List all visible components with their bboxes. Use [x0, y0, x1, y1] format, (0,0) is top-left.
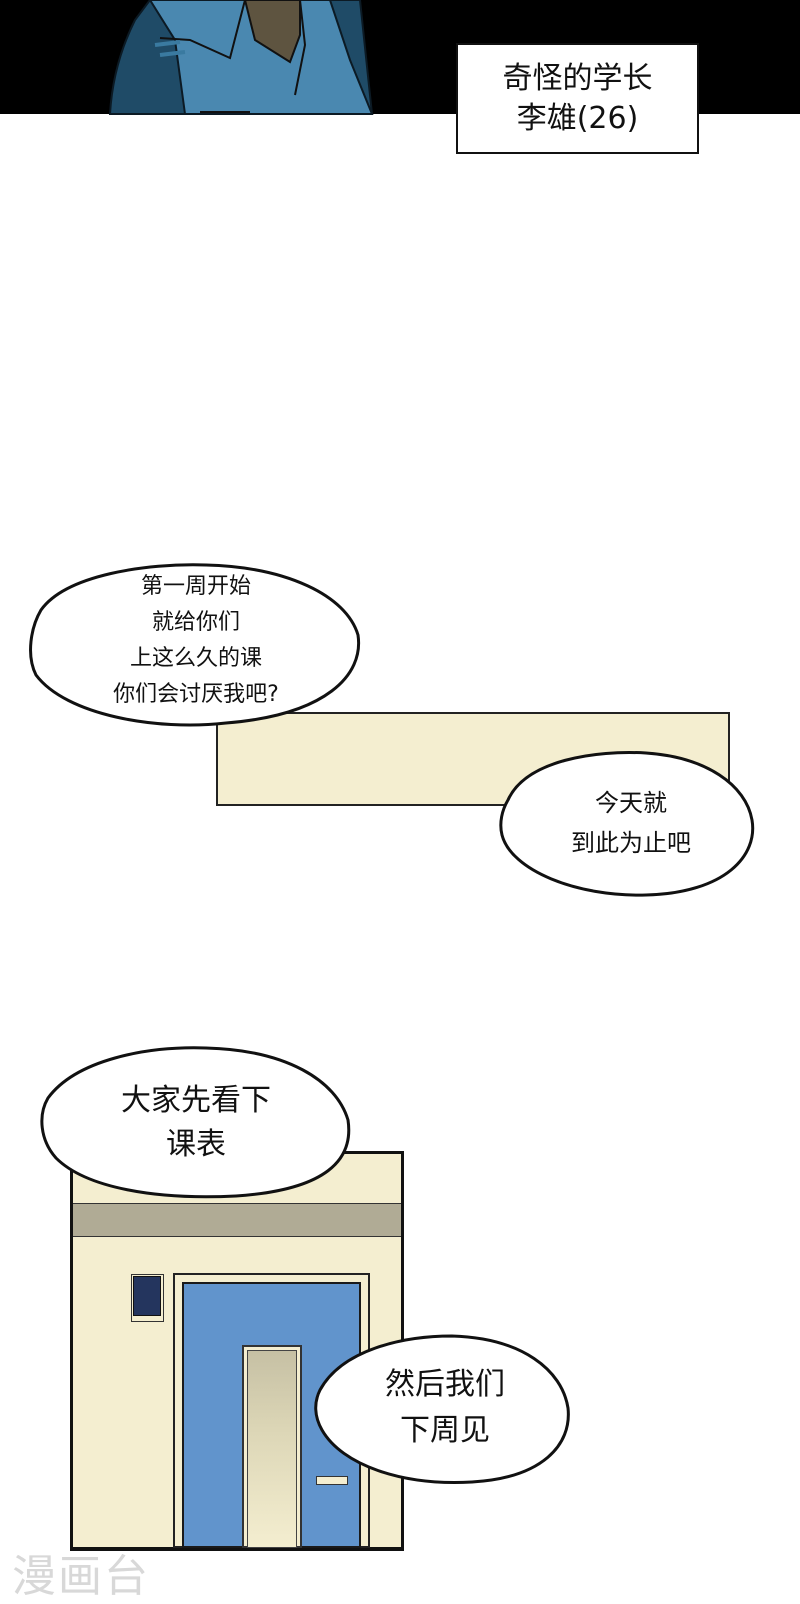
character-torso-illustration: [108, 0, 374, 115]
wall-trim-band: [73, 1203, 401, 1237]
speech-bubble-3-text: 大家先看下 课表: [121, 1082, 271, 1162]
door-window: [247, 1350, 297, 1548]
wall-sign: [133, 1276, 161, 1316]
speech-bubble-2-text: 今天就 到此为止吧: [571, 789, 691, 857]
caption-line-2: 李雄(26): [516, 100, 639, 136]
speech-bubble-4-text: 然后我们 下周见: [385, 1366, 505, 1448]
speech-bubble-2: [499, 751, 755, 897]
speech-bubble-3: [40, 1046, 351, 1199]
door-handle: [316, 1476, 348, 1485]
speech-bubble-1: [29, 563, 361, 727]
character-caption-box: 奇怪的学长 李雄(26): [456, 43, 699, 154]
publisher-watermark: 漫画台: [12, 1551, 150, 1602]
caption-line-1: 奇怪的学长: [502, 60, 653, 96]
speech-bubble-4: [314, 1334, 570, 1484]
speech-bubble-1-text: 第一周开始 就给你们 上这么久的课 你们会讨厌我吧?: [113, 574, 279, 707]
